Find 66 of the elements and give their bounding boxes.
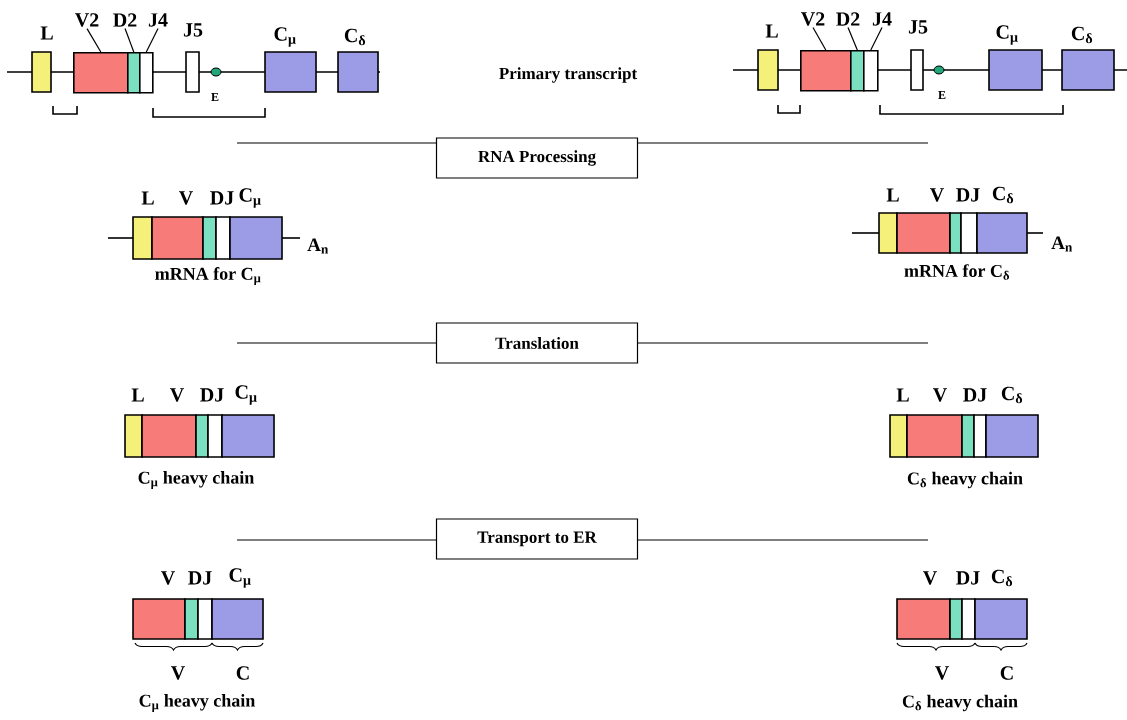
segment-label: DJ [963,388,987,402]
gene-segment [139,52,154,94]
caption: C$_{μ}$ heavy chain [138,471,255,489]
segment-label: J5 [908,20,928,34]
segment-label: L [896,388,909,402]
segment-label: DJ [956,188,980,202]
enhancer-label: E [211,93,219,101]
segment-label: V [923,571,937,585]
segment-label: C$_{δ}$ [991,569,1013,587]
segment-label: V [930,188,944,202]
segment-label: L [141,191,154,205]
segment-label: DJ [188,571,212,585]
region-label: C [236,666,249,680]
gene-segment [73,52,129,94]
tail-label: A$_{n}$ [1051,236,1073,252]
segment-label: V [933,388,947,402]
segment-label: D2 [113,13,137,27]
segment-label: L [40,26,53,40]
region-label: V [935,666,949,680]
segment-label: L [886,188,899,202]
caption: C$_{δ}$ heavy chain [902,694,1018,712]
gene-segment [800,50,852,92]
segment-label: J4 [148,13,168,27]
segment-label: V [179,191,193,205]
caption: mRNA for C$_{δ}$ [904,264,1010,280]
segment-label: DJ [956,571,980,585]
leader-line [847,26,858,51]
segment-label: DJ [200,388,224,402]
leader-line [86,27,102,53]
segment-label: C$_{μ}$ [274,27,296,47]
enhancer-label: E [938,91,946,99]
caption: C$_{μ}$ heavy chain [139,694,256,712]
segment-label: J5 [183,23,203,37]
caption: C$_{δ}$ heavy chain [907,471,1023,489]
gene-segment [127,52,141,94]
segment-label: D2 [836,12,860,26]
segment-label: C$_{μ}$ [229,568,251,588]
leader-line [145,27,159,53]
tail-label: A$_{n}$ [307,238,329,254]
gene-segment [863,50,879,92]
process-box: Transport to ER [435,518,639,560]
process-box: RNA Processing [435,137,639,179]
region-label: C [1000,666,1013,680]
leader-line [124,27,135,53]
segment-label: C$_{δ}$ [992,186,1014,204]
segment-label: J4 [872,12,892,26]
segment-label: DJ [210,191,234,205]
leader-line [812,26,827,51]
segment-label: C$_{μ}$ [239,188,261,208]
caption: mRNA for C$_{μ}$ [155,267,261,285]
segment-label: C$_{δ}$ [1001,386,1023,404]
segment-label: V2 [75,13,99,27]
segment-label: V [170,388,184,402]
segment-label: V [161,571,175,585]
segment-label: C$_{μ}$ [996,25,1018,45]
segment-label: L [765,24,778,38]
segment-label: V2 [801,12,825,26]
segment-label: L [131,388,144,402]
leader-line [870,26,883,51]
gene-segment [850,50,865,92]
process-box: Translation [435,322,639,364]
region-label: V [171,666,185,680]
segment-label: C$_{δ}$ [1071,26,1093,44]
segment-label: C$_{δ}$ [344,28,366,46]
segment-label: C$_{μ}$ [235,385,257,405]
heading: Primary transcript [499,67,638,83]
